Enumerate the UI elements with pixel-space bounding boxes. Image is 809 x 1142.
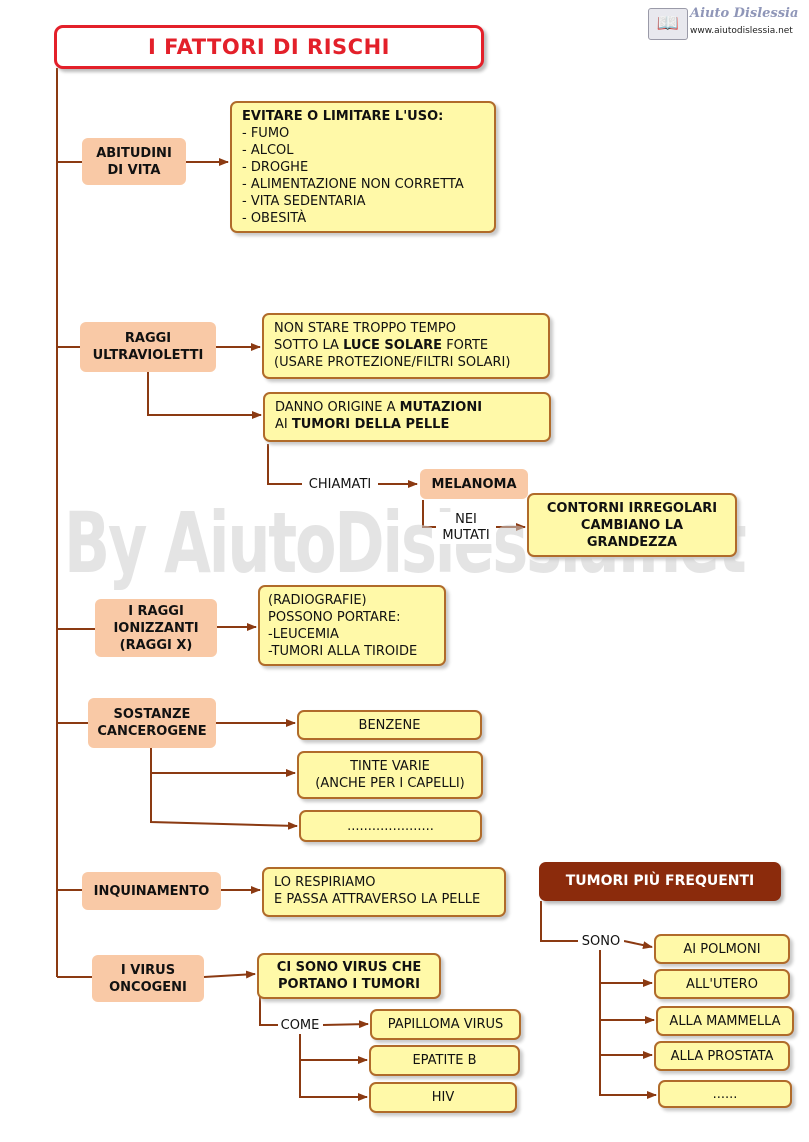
- list-item: - ALCOL: [242, 143, 294, 158]
- category-label: (RAGGI X): [119, 637, 193, 653]
- box-heading: EVITARE O LIMITARE L'USO:: [242, 109, 444, 124]
- box-melanoma: MELANOMA: [420, 469, 528, 499]
- arrow-dots: [150, 770, 298, 830]
- arrow-epatite: [299, 1034, 368, 1064]
- box-papilloma: PAPILLOMA VIRUS: [370, 1009, 521, 1040]
- logo-url: www.aiutodislessia.net: [690, 26, 793, 36]
- text-line: AI TUMORI DELLA PELLE: [275, 417, 450, 432]
- box-benzene: BENZENE: [297, 710, 482, 740]
- box-evitare: EVITARE O LIMITARE L'USO: - FUMO - ALCOL…: [230, 101, 496, 233]
- category-inquinamento: INQUINAMENTO: [82, 872, 221, 910]
- line-nei: [422, 500, 438, 528]
- box-epatite: EPATITE B: [369, 1045, 520, 1076]
- category-label: ABITUDINI: [96, 145, 172, 161]
- arrow-polmoni: [623, 940, 653, 950]
- box-respiriamo: LO RESPIRIAMO E PASSA ATTRAVERSO LA PELL…: [262, 867, 506, 917]
- text-line: NON STARE TROPPO TEMPO: [274, 321, 456, 336]
- arrow-tinte: [150, 748, 296, 777]
- category-label: ONCOGENI: [109, 979, 187, 995]
- list-item: - ALIMENTAZIONE NON CORRETTA: [242, 177, 464, 192]
- label-sono: SONO: [578, 934, 624, 950]
- category-label: RAGGI: [124, 331, 172, 346]
- category-abitudini: ABITUDINI DI VITA: [82, 138, 186, 185]
- box-dots-frequenti: ......: [658, 1080, 792, 1108]
- page-title: I FATTORI DI RISCHI: [54, 25, 484, 69]
- logo-name: Aiuto Dislessia: [690, 6, 799, 21]
- category-virus: I VIRUS ONCOGENI: [92, 955, 204, 1002]
- category-label: SOSTANZE: [113, 707, 191, 722]
- list-item: - OBESITÀ: [242, 211, 307, 226]
- arrow-dots-freq: [599, 1053, 657, 1099]
- box-radiografie: (RADIOGRAFIE) POSSONO PORTARE: -LEUCEMIA…: [258, 585, 446, 666]
- arrow-mammella: [599, 980, 655, 1024]
- box-luce-solare: NON STARE TROPPO TEMPO SOTTO LA LUCE SOL…: [262, 313, 550, 379]
- category-label: DI VITA: [107, 162, 161, 178]
- arrow-hiv: [299, 1058, 368, 1101]
- category-label: I VIRUS: [120, 962, 176, 978]
- arrow-papilloma: [322, 1020, 369, 1029]
- box-tinte: TINTE VARIE (ANCHE PER I CAPELLI): [297, 751, 483, 799]
- label-come: COME: [278, 1018, 322, 1034]
- category-sostanze: SOSTANZE CANCEROGENE: [88, 698, 216, 748]
- text-line: (USARE PROTEZIONE/FILTRI SOLARI): [274, 355, 511, 370]
- list-item: - VITA SEDENTARIA: [242, 194, 366, 209]
- category-ionizzanti: I RAGGI IONIZZANTI (RAGGI X): [95, 599, 217, 657]
- line-come: [259, 997, 278, 1026]
- site-logo[interactable]: 📖 Aiuto Dislessia www.aiutodislessia.net: [648, 6, 804, 42]
- category-label: IONIZZANTI: [113, 620, 199, 636]
- text-line: SOTTO LA LUCE SOLARE FORTE: [274, 338, 489, 353]
- arrow-uv-2: [147, 372, 262, 419]
- box-utero: ALL'UTERO: [654, 969, 790, 999]
- box-dots: .....................: [299, 810, 482, 842]
- line-chiamati: [267, 444, 302, 485]
- category-label: I RAGGI: [128, 603, 184, 619]
- list-item: - DROGHE: [242, 160, 309, 175]
- box-mammella: ALLA MAMMELLA: [656, 1006, 794, 1036]
- box-polmoni: AI POLMONI: [654, 934, 790, 964]
- list-item: - FUMO: [242, 126, 290, 141]
- arrow-utero: [599, 950, 653, 987]
- box-contorni: CONTORNI IRREGOLARI CAMBIANO LA GRANDEZZ…: [527, 493, 737, 557]
- arrow-prostata: [599, 1018, 653, 1059]
- category-label: CANCEROGENE: [97, 724, 207, 739]
- text-line: DANNO ORIGINE A MUTAZIONI: [275, 400, 483, 415]
- box-mutazioni: DANNO ORIGINE A MUTAZIONI AI TUMORI DELL…: [263, 392, 551, 442]
- book-icon: 📖: [648, 8, 688, 40]
- box-tumori-frequenti: TUMORI PIÙ FREQUENTI: [539, 862, 781, 901]
- label-nei-mutati: NEI MUTATI: [436, 512, 496, 544]
- category-raggi-uv: RAGGI ULTRAVIOLETTI: [80, 322, 216, 372]
- arrow-virus: [203, 970, 256, 979]
- line-sono: [540, 901, 578, 942]
- category-label: ULTRAVIOLETTI: [92, 348, 204, 363]
- label-chiamati: CHIAMATI: [302, 477, 378, 493]
- box-ci-sono-virus: CI SONO VIRUS CHE PORTANO I TUMORI: [257, 953, 441, 999]
- box-hiv: HIV: [369, 1082, 517, 1113]
- box-prostata: ALLA PROSTATA: [654, 1041, 790, 1071]
